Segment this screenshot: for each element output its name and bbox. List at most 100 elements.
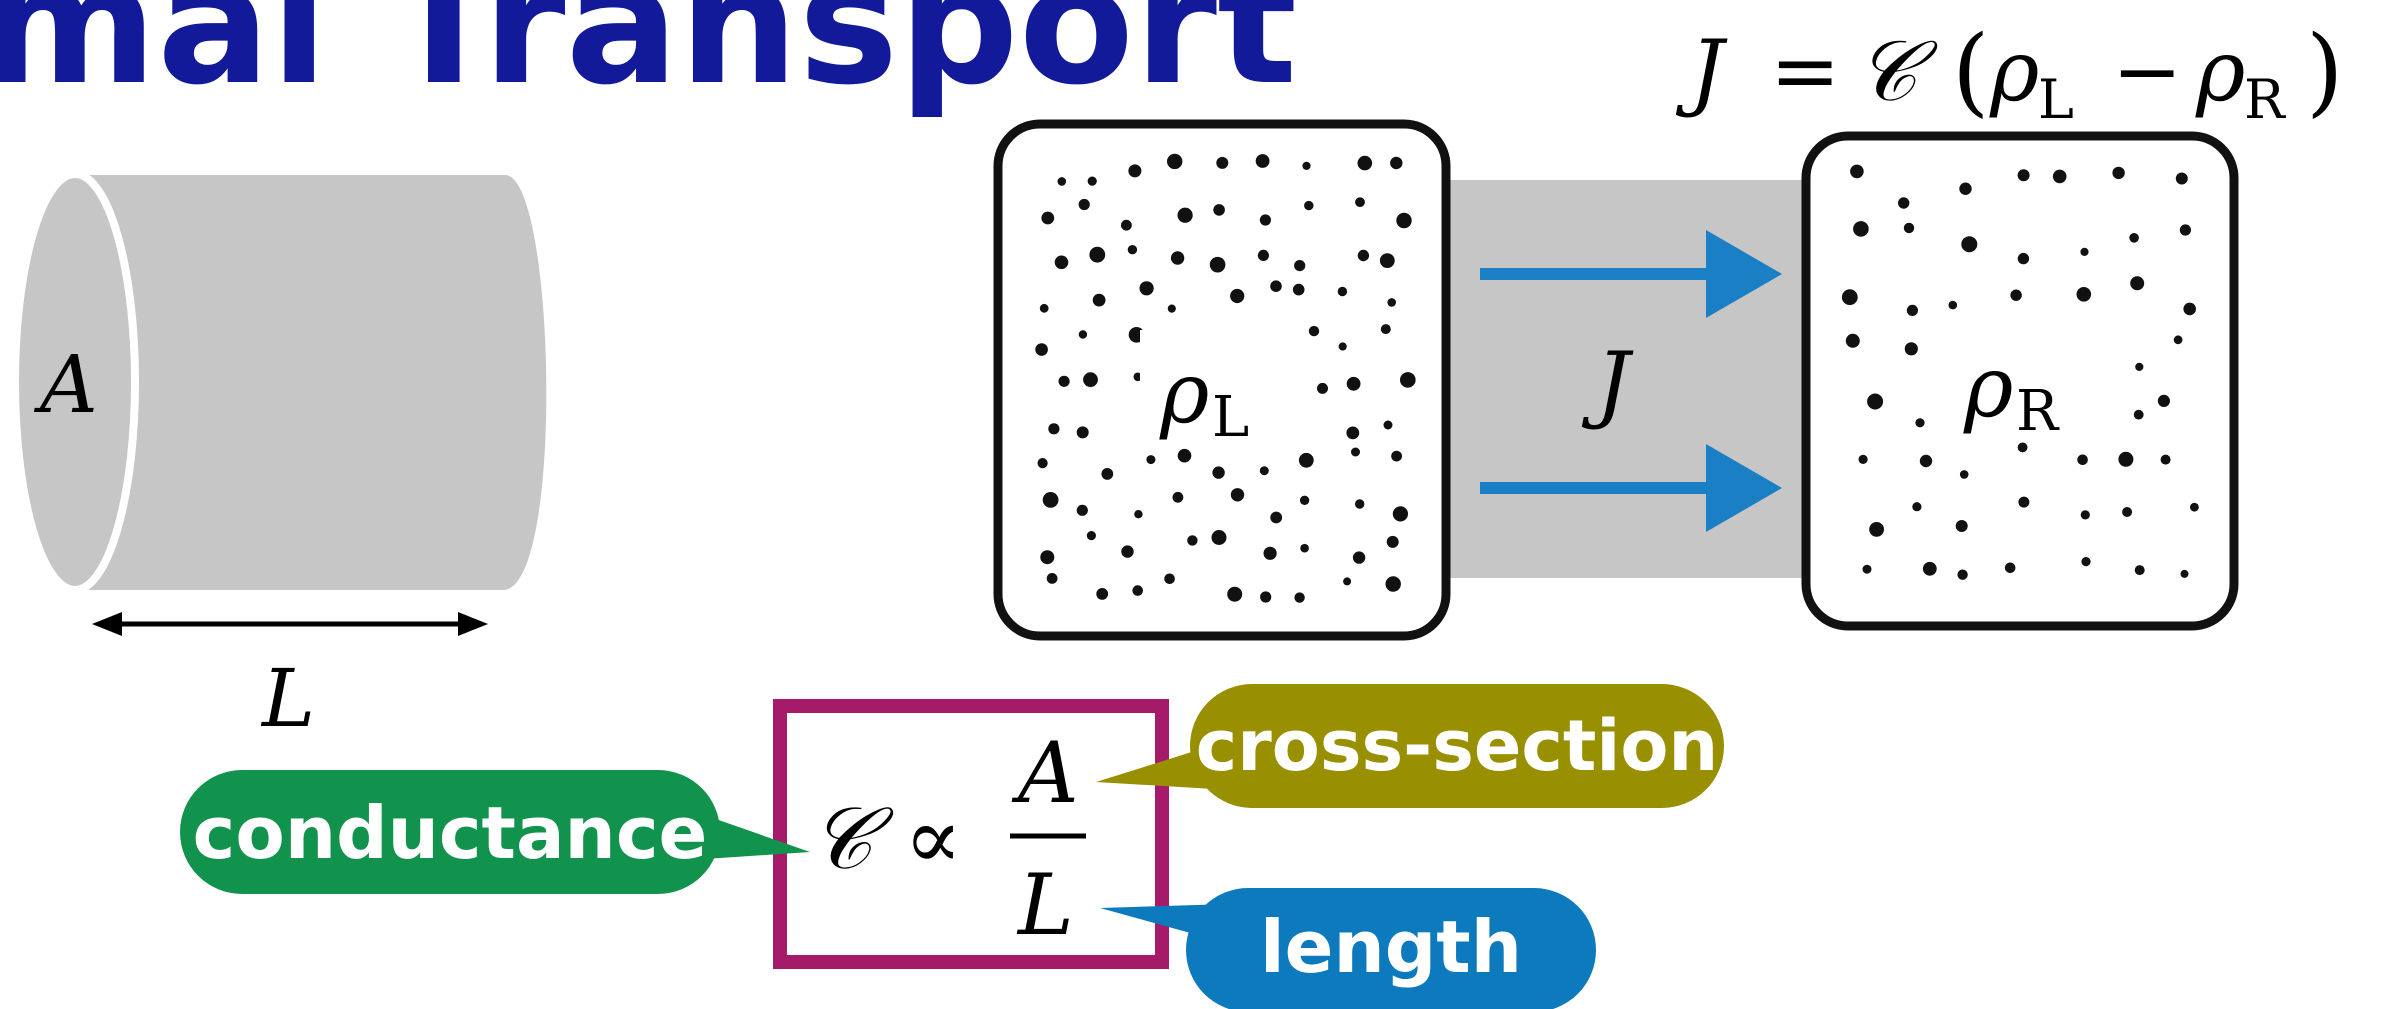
particle xyxy=(1041,211,1055,225)
particle xyxy=(1086,531,1096,541)
length-callout: length xyxy=(1100,888,1596,1009)
particle xyxy=(1230,288,1245,304)
particle xyxy=(1919,454,1933,468)
conductance-formula: 𝒞 ∝ A L xyxy=(773,699,1169,969)
particle xyxy=(2052,169,2067,184)
particle xyxy=(1127,245,1138,255)
particle xyxy=(1046,573,1058,584)
right-density-subscript: R xyxy=(2016,379,2060,444)
particle xyxy=(1346,376,1361,391)
particle xyxy=(1227,586,1243,602)
particle xyxy=(1292,283,1305,296)
particle xyxy=(1390,156,1403,170)
particle xyxy=(1270,511,1283,524)
particle xyxy=(2077,454,2088,466)
particle xyxy=(1957,569,1968,580)
particle xyxy=(1396,212,1412,229)
particle xyxy=(2157,394,2170,407)
particle xyxy=(2010,289,2022,301)
particle xyxy=(2018,496,2030,508)
particle xyxy=(1170,251,1185,265)
particle xyxy=(2129,233,2139,243)
formula-numerator: A xyxy=(1011,724,1079,822)
particle xyxy=(1078,198,1090,211)
particle xyxy=(1959,470,1969,479)
conductance-callout: conductance xyxy=(180,770,810,894)
particle xyxy=(2173,335,2183,345)
particle xyxy=(1352,551,1366,564)
left-particles xyxy=(1035,153,1416,603)
particle xyxy=(1922,561,1937,576)
particle xyxy=(1167,304,1176,313)
particle xyxy=(2180,569,2189,578)
particle xyxy=(1351,447,1360,457)
particle xyxy=(1862,564,1872,574)
particle xyxy=(1133,372,1143,382)
particle xyxy=(1385,576,1401,592)
particle xyxy=(1132,585,1143,596)
particle xyxy=(1035,343,1048,356)
particle xyxy=(2112,166,2125,180)
particle xyxy=(2130,276,2145,291)
equation-rho-left: ρ xyxy=(1989,22,2039,120)
particle xyxy=(1213,204,1225,216)
cylinder-face xyxy=(11,170,139,594)
particle xyxy=(1867,393,1884,410)
particle xyxy=(1167,153,1183,170)
particle xyxy=(2175,172,2188,185)
particle xyxy=(1257,249,1269,261)
particle xyxy=(1263,546,1277,560)
particle xyxy=(1343,577,1352,586)
right-density-symbol: ρ xyxy=(1963,338,2013,436)
particle xyxy=(1355,499,1365,509)
particle xyxy=(1146,455,1156,465)
particle xyxy=(2017,169,2030,182)
particle xyxy=(1869,522,1884,537)
particle xyxy=(1915,418,1925,428)
particle xyxy=(2017,442,2028,453)
right-reservoir: ρ R xyxy=(1801,131,2239,631)
particle xyxy=(2160,454,2171,465)
particle xyxy=(1101,468,1114,480)
left-density-symbol: ρ xyxy=(1159,344,1209,442)
particle xyxy=(2118,451,2134,467)
cylinder: A L xyxy=(11,170,547,745)
equation-j: J xyxy=(1675,22,1728,120)
particle xyxy=(1042,492,1059,508)
particle xyxy=(1959,182,1972,195)
particle xyxy=(1300,543,1309,553)
particle xyxy=(1400,372,1416,388)
particle xyxy=(1904,342,1918,356)
particle xyxy=(1317,382,1328,394)
flux-equation: J = 𝒞 ( ρ L − ρ R ) xyxy=(1675,15,2343,131)
particle xyxy=(1040,550,1055,565)
particle xyxy=(1089,246,1106,263)
particle xyxy=(1057,177,1067,186)
particle xyxy=(1212,466,1225,479)
particle xyxy=(1955,520,1968,532)
particle xyxy=(2190,502,2199,512)
slide-title: mal Transport xyxy=(0,0,1297,122)
particle xyxy=(1211,530,1227,545)
particle xyxy=(1357,249,1370,262)
particle xyxy=(1961,236,1978,253)
channel xyxy=(1440,180,1820,578)
particle xyxy=(1298,452,1314,468)
cross-section-label: cross-section xyxy=(1196,705,1719,787)
particle xyxy=(1387,298,1396,307)
particle xyxy=(1039,303,1049,313)
particle xyxy=(1096,588,1109,600)
particle xyxy=(1087,176,1097,186)
equation-close-paren: ) xyxy=(2306,15,2343,127)
flux-arrow-top xyxy=(1480,230,1782,318)
particle xyxy=(1187,535,1198,546)
particle xyxy=(1898,197,1910,209)
particle xyxy=(1391,450,1402,462)
particle xyxy=(1121,219,1132,231)
particle xyxy=(1346,426,1360,440)
particle xyxy=(2080,510,2090,520)
equation-equals: = xyxy=(1770,22,1840,120)
particle xyxy=(2179,224,2191,236)
particle xyxy=(1386,535,1399,548)
